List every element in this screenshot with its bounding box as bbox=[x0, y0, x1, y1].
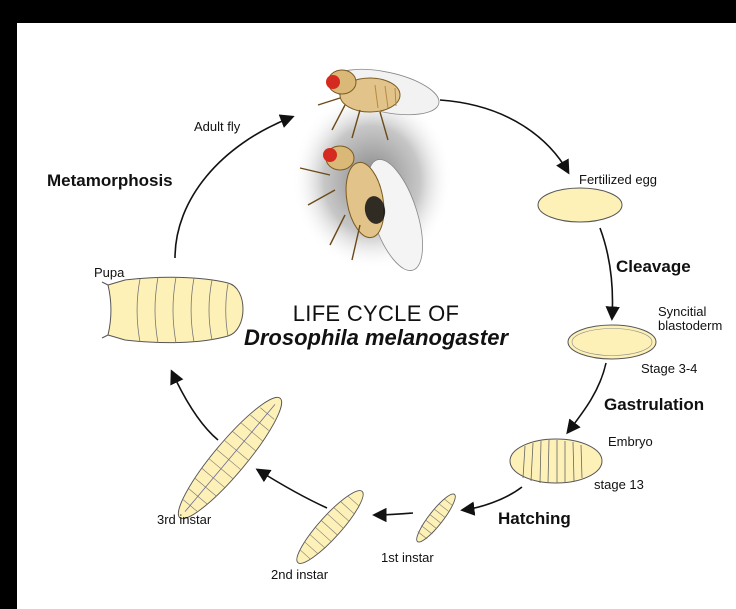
diagram-title: LIFE CYCLE OF Drosophila melanogaster bbox=[236, 302, 516, 351]
phase-gastrulation: Gastrulation bbox=[604, 396, 704, 415]
label-pupa: Pupa bbox=[94, 266, 124, 280]
fertilized-egg-shape bbox=[538, 188, 622, 222]
label-blastoderm: blastoderm bbox=[658, 319, 722, 333]
embryo-shape bbox=[510, 439, 602, 483]
label-1st-instar: 1st instar bbox=[381, 551, 434, 565]
label-stage-13: stage 13 bbox=[594, 478, 644, 492]
blastoderm-egg-shape bbox=[568, 325, 656, 359]
phase-hatching: Hatching bbox=[498, 510, 571, 529]
phase-metamorphosis: Metamorphosis bbox=[47, 172, 173, 191]
label-embryo: Embryo bbox=[608, 435, 653, 449]
label-2nd-instar: 2nd instar bbox=[271, 568, 328, 582]
title-line1: LIFE CYCLE OF bbox=[236, 302, 516, 325]
pupa-shape bbox=[102, 277, 243, 343]
title-line2-species: Drosophila melanogaster bbox=[236, 325, 516, 351]
phase-cleavage: Cleavage bbox=[616, 258, 691, 277]
label-stage-3-4: Stage 3-4 bbox=[641, 362, 697, 376]
label-3rd-instar: 3rd instar bbox=[157, 513, 211, 527]
label-adult-fly: Adult fly bbox=[194, 120, 240, 134]
label-fertilized-egg: Fertilized egg bbox=[579, 173, 657, 187]
